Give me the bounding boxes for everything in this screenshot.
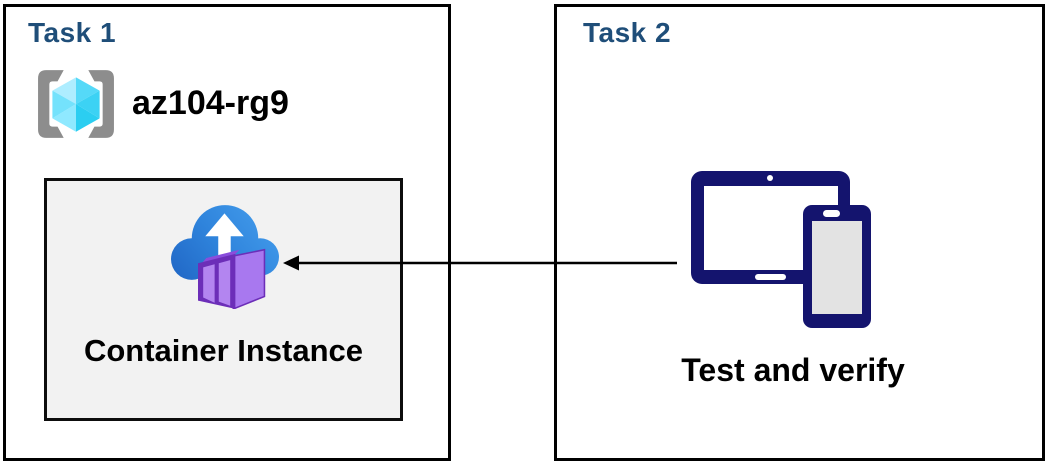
container-instance-box: Container Instance <box>44 178 403 421</box>
task1-title: Task 1 <box>28 17 117 48</box>
task2-box: Task 2 Test and verify <box>554 4 1045 461</box>
container-instance-label: Container Instance <box>83 333 364 368</box>
test-and-verify-label: Test and verify <box>681 352 905 388</box>
container-instance-icon <box>171 205 279 314</box>
resource-group-name: az104-rg9 <box>132 84 289 122</box>
devices-icon <box>673 161 883 346</box>
task2-title: Task 2 <box>583 17 672 48</box>
resource-group-icon <box>36 69 116 144</box>
task1-box: Task 1 az104-rg9 <box>3 4 451 461</box>
